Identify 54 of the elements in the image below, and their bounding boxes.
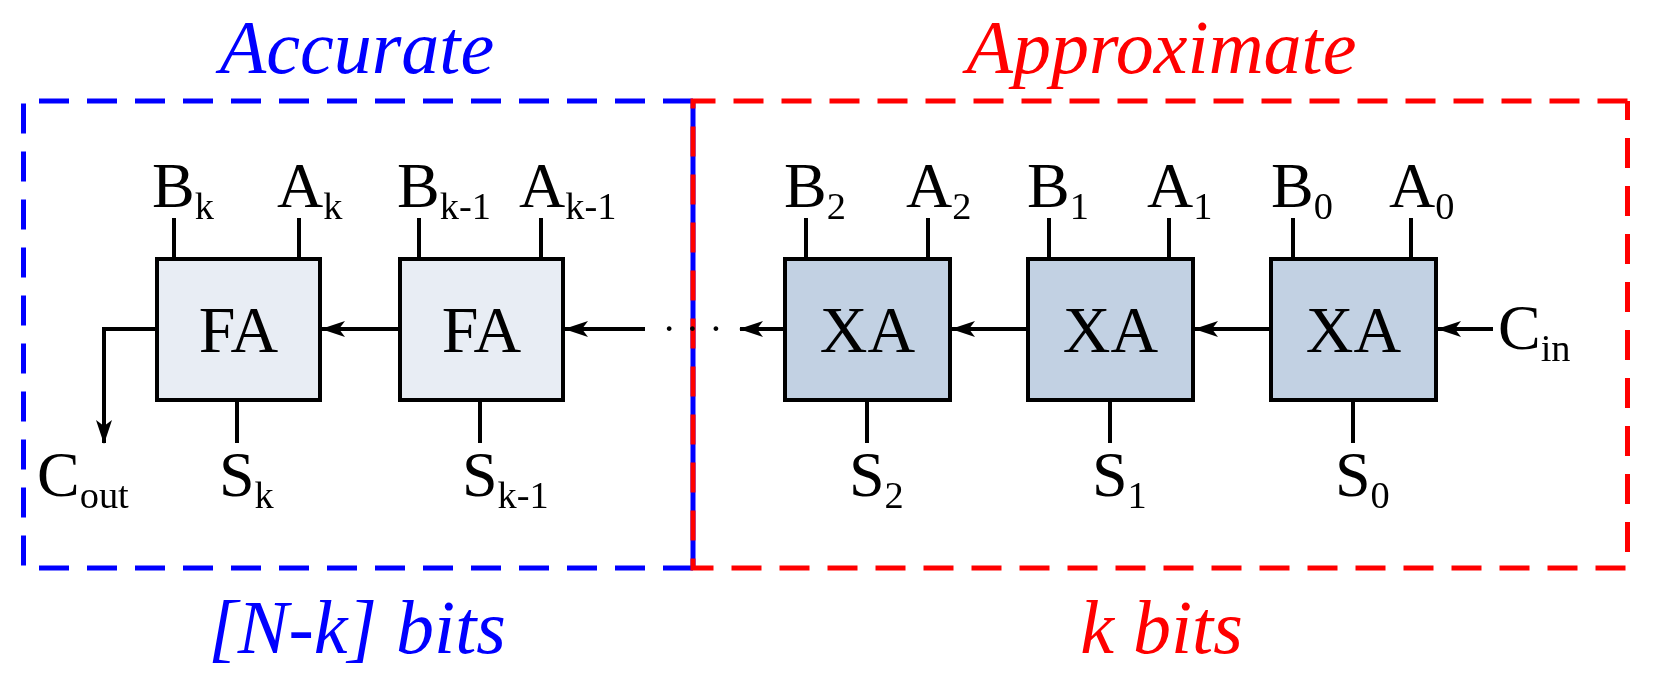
signal-line	[804, 218, 808, 257]
section-title: Accurate	[21, 2, 693, 92]
signal-line	[478, 402, 482, 443]
signal-label: C$_{out}$	[37, 443, 129, 507]
signal-line	[1351, 402, 1355, 443]
signal-line	[1167, 218, 1171, 257]
bit-width-label: k bits	[1079, 584, 1244, 671]
signal-label: B$_{k-1}$	[397, 154, 491, 218]
section-title: Approximate	[693, 2, 1630, 92]
signal-label: A$_{k}$	[277, 154, 343, 218]
signal-line	[235, 402, 239, 443]
signal-label: S$_{0}$	[1335, 443, 1390, 507]
block-label: XA	[1062, 296, 1159, 363]
signal-label: A$_{2}$	[906, 154, 972, 218]
block-label: FA	[198, 296, 279, 363]
adder-block	[155, 257, 322, 402]
signal-line	[1291, 218, 1295, 257]
adder-block	[398, 257, 565, 402]
signal-label: C$_{in}$	[1493, 296, 1571, 360]
block-label: XA	[819, 296, 916, 363]
arrow	[1194, 321, 1269, 337]
arrow	[564, 321, 645, 337]
signal-line	[297, 218, 301, 257]
signal-label: S$_{1}$	[1092, 443, 1147, 507]
signal-label: S$_{k}$	[219, 443, 274, 507]
signal-line	[172, 218, 176, 257]
arrow	[96, 327, 155, 444]
arrow	[951, 321, 1026, 337]
arrow	[321, 321, 398, 337]
signal-label: A$_{1}$	[1147, 154, 1213, 218]
signal-label: S$_{k-1}$	[462, 443, 549, 507]
signal-label: A$_{0}$	[1389, 154, 1455, 218]
signal-label: S$_{2}$	[849, 443, 904, 507]
signal-line	[539, 218, 543, 257]
signal-label: B$_{2}$	[784, 154, 846, 218]
block-label: FA	[441, 296, 522, 363]
arrow	[1437, 321, 1493, 337]
adder-block	[1269, 257, 1438, 402]
adder-block	[783, 257, 952, 402]
bit-width-label: [N-k] bits	[207, 584, 507, 671]
arrow	[739, 321, 783, 337]
block-label: XA	[1305, 296, 1402, 363]
signal-line	[1047, 218, 1051, 257]
signal-label: B$_{k}$	[152, 154, 214, 218]
signal-label: A$_{k-1}$	[519, 154, 617, 218]
signal-label: B$_{0}$	[1271, 154, 1333, 218]
signal-label: B$_{1}$	[1027, 154, 1089, 218]
signal-line	[417, 218, 421, 257]
adder-block	[1026, 257, 1195, 402]
signal-line	[1409, 218, 1413, 257]
signal-line	[926, 218, 930, 257]
signal-line	[1108, 402, 1112, 443]
continuation-dots: · · ·	[645, 305, 740, 353]
signal-line	[865, 402, 869, 443]
